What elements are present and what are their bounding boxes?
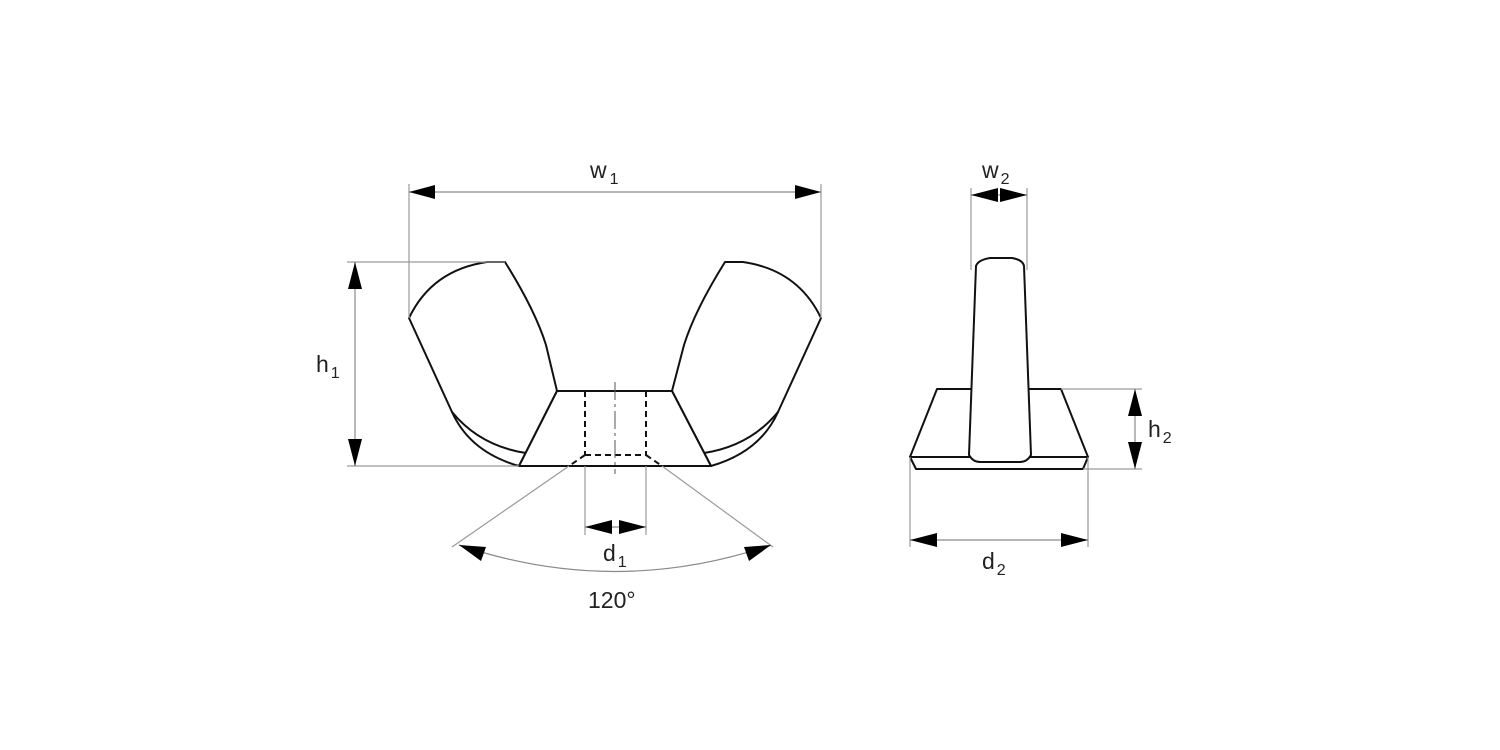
- arrow-left: [459, 545, 486, 561]
- arrow-right: [744, 545, 771, 561]
- arrow-up: [1128, 389, 1142, 416]
- wing-stem: [968, 257, 1032, 463]
- arrow-right: [619, 520, 646, 534]
- arrow-right: [1061, 533, 1088, 547]
- left-wing-inner-curve: [451, 411, 527, 454]
- arrow-down: [348, 439, 362, 466]
- arrow-left: [910, 533, 937, 547]
- label-angle: 120°: [588, 587, 636, 613]
- arrow-left: [409, 185, 435, 199]
- right-wing-inner-curve: [703, 411, 779, 454]
- arrow-down: [1128, 442, 1142, 469]
- left-wing: [408, 261, 558, 467]
- arrow-right: [1000, 188, 1027, 202]
- right-wing: [671, 261, 822, 467]
- arrow-up: [348, 262, 362, 289]
- arrow-left: [971, 188, 998, 202]
- arrow-right: [795, 185, 821, 199]
- arrow-left: [585, 520, 612, 534]
- dimension-countersink-angle: 120°: [451, 465, 774, 613]
